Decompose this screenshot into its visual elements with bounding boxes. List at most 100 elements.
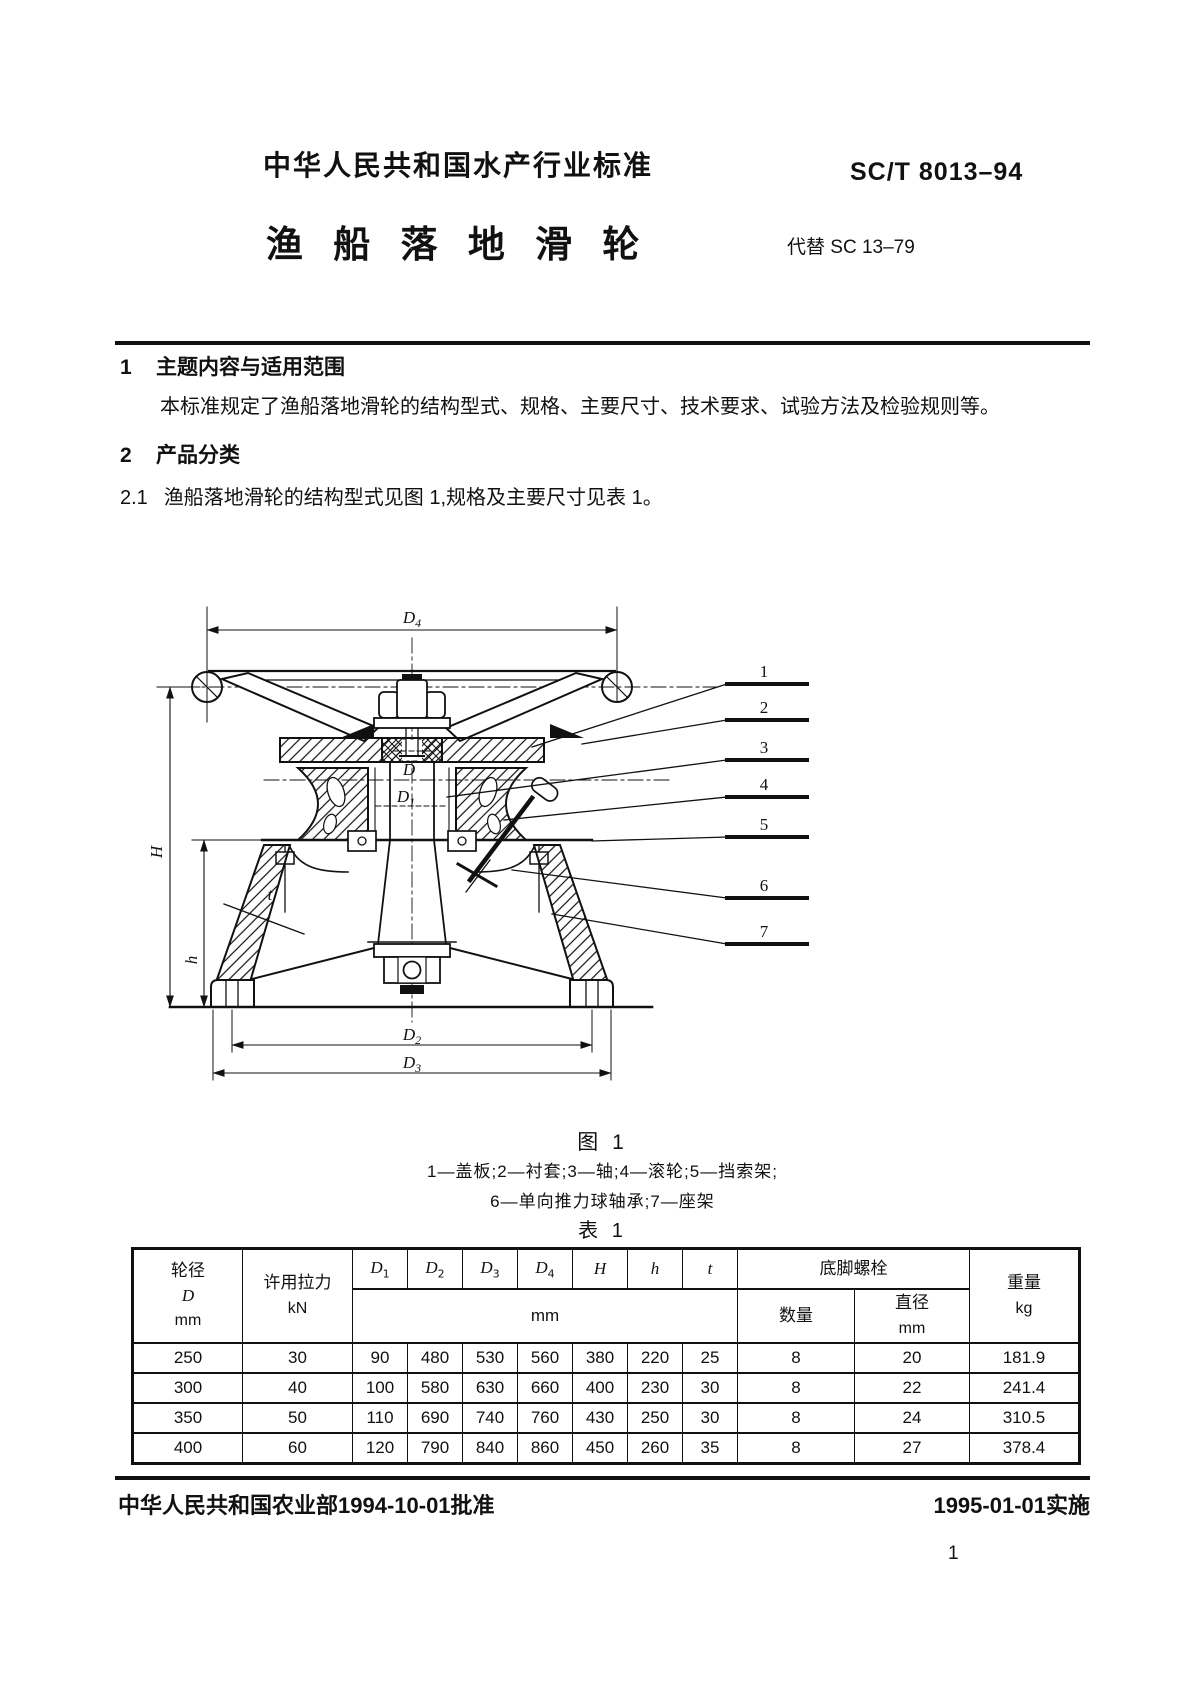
- callout-4: 4: [760, 775, 769, 794]
- callout-7: 7: [760, 922, 769, 941]
- callout-underlines: [725, 682, 809, 946]
- table-cell: 430: [572, 1402, 628, 1434]
- callout-6: 6: [760, 876, 769, 895]
- table-cell: 110: [352, 1402, 408, 1434]
- table-cell: 8: [737, 1342, 855, 1374]
- drawing-linework: [156, 606, 809, 1081]
- table-cell: 530: [462, 1342, 518, 1374]
- page-number: 1: [948, 1543, 959, 1564]
- approval-note: 中华人民共和国农业部1994-10-01批准: [118, 1493, 495, 1518]
- table-cell: 380: [572, 1342, 628, 1374]
- dim-label-d4: D4: [402, 608, 421, 630]
- table-cell: 22: [854, 1372, 970, 1404]
- table-cell: 230: [627, 1372, 683, 1404]
- table-cell: 24: [854, 1402, 970, 1434]
- table-cell: 260: [627, 1432, 683, 1465]
- header-dims-unit: mm: [352, 1288, 738, 1344]
- callout-1: 1: [760, 662, 769, 681]
- section-1-heading: 1 主题内容与适用范围: [120, 351, 345, 381]
- table-cell: 690: [407, 1402, 463, 1434]
- figure-legend-line2: 6—单向推力球轴承;7—座架: [490, 1192, 715, 1211]
- table-cell: 840: [462, 1432, 518, 1465]
- dimensions-table: 轮径 D mm 许用拉力 kN D1 D2 D3 D4 H h t 底脚螺栓 重…: [131, 1247, 1081, 1465]
- section-2-title: 产品分类: [156, 444, 240, 467]
- table-cell: 27: [854, 1432, 970, 1465]
- table-cell: 250: [627, 1402, 683, 1434]
- section-2-number: 2: [120, 444, 132, 467]
- cover-plate-section: [279, 737, 545, 763]
- section-1-number: 1: [120, 356, 132, 379]
- table-cell: 30: [242, 1342, 353, 1374]
- table-cell: 400: [132, 1432, 243, 1465]
- table-cell: 630: [462, 1372, 518, 1404]
- standard-type-title: 中华人民共和国水产行业标准: [263, 150, 654, 181]
- header-dim-h-lower: h: [627, 1247, 683, 1290]
- implementation-note: 1995-01-01实施: [933, 1493, 1090, 1518]
- table-cell: 8: [737, 1402, 855, 1434]
- table-header-row-2: mm 数量 直径 mm: [133, 1288, 1080, 1344]
- table-cell: 220: [627, 1342, 683, 1374]
- table-cell: 60: [242, 1432, 353, 1465]
- dim-label-d: D: [402, 760, 416, 779]
- dim-label-d1: D1: [396, 787, 415, 809]
- header-dim-d4: D4: [517, 1247, 573, 1290]
- table-cell: 790: [407, 1432, 463, 1465]
- table-cell: 181.9: [969, 1342, 1080, 1374]
- callout-2: 2: [760, 698, 769, 717]
- table-cell: 760: [517, 1402, 573, 1434]
- table-cell: 241.4: [969, 1372, 1080, 1404]
- header-rule: [115, 341, 1090, 345]
- cap-plate: [191, 669, 633, 743]
- dim-d3: [212, 1009, 612, 1081]
- table-cell: 300: [132, 1372, 243, 1404]
- header-anchor-count: 数量: [737, 1288, 855, 1344]
- table-cell: 8: [737, 1432, 855, 1465]
- thrust-bearing: [367, 941, 457, 994]
- callout-leaders: [446, 683, 728, 945]
- table-cell: 40: [242, 1372, 353, 1404]
- table-cell: 378.4: [969, 1432, 1080, 1465]
- dim-label-h-total: H: [147, 844, 166, 859]
- table-cell: 400: [572, 1372, 628, 1404]
- figure-legend-line1: 1—盖板;2—衬套;3—轴;4—滚轮;5—挡索架;: [427, 1162, 778, 1181]
- footer-rule: [115, 1476, 1090, 1480]
- table-cell: 30: [682, 1402, 738, 1434]
- header-wheel-diameter: 轮径 D mm: [132, 1247, 243, 1344]
- section-2-1-body: 渔船落地滑轮的结构型式见图 1,规格及主要尺寸见表 1。: [163, 487, 663, 509]
- table-cell: 25: [682, 1342, 738, 1374]
- dim-label-h-lower: h: [182, 956, 201, 965]
- figure-caption: 图 1: [577, 1131, 628, 1154]
- pulley-cross-section-svg: D4 D D1 D2 D3 H h t 1 2 3 4 5 6 7: [147, 606, 809, 1081]
- header-anchor-diameter: 直径 mm: [854, 1288, 970, 1344]
- table-cell: 480: [407, 1342, 463, 1374]
- table-cell: 740: [462, 1402, 518, 1434]
- table-cell: 580: [407, 1372, 463, 1404]
- dim-label-t: t: [268, 885, 274, 904]
- header-dim-d2: D2: [407, 1247, 463, 1290]
- table-cell: 100: [352, 1372, 408, 1404]
- dim-label-d2: D2: [402, 1025, 421, 1047]
- table-cell: 560: [517, 1342, 573, 1374]
- rope-guard: [455, 776, 559, 893]
- table-cell: 350: [132, 1402, 243, 1434]
- table-header-row-1: 轮径 D mm 许用拉力 kN D1 D2 D3 D4 H h t 底脚螺栓 重…: [132, 1247, 1080, 1344]
- callout-3: 3: [760, 738, 769, 757]
- figure-1-drawing: D4 D D1 D2 D3 H h t 1 2 3 4 5 6 7: [112, 552, 812, 1087]
- roller-section: [295, 767, 529, 841]
- table-cell: 860: [517, 1432, 573, 1465]
- header-weight: 重量 kg: [969, 1247, 1080, 1344]
- table-cell: 8: [737, 1372, 855, 1404]
- section-1-body: 本标准规定了渔船落地滑轮的结构型式、规格、主要尺寸、技术要求、试验方法及检验规则…: [160, 396, 1000, 418]
- section-2-heading: 2 产品分类: [120, 439, 240, 469]
- dim-h-total: [156, 686, 201, 1008]
- header-allowable-pull: 许用拉力 kN: [242, 1247, 353, 1344]
- section-1-title: 主题内容与适用范围: [156, 356, 345, 379]
- shaft-section: [375, 761, 449, 841]
- table-cell: 120: [352, 1432, 408, 1465]
- header-dim-d3: D3: [462, 1247, 518, 1290]
